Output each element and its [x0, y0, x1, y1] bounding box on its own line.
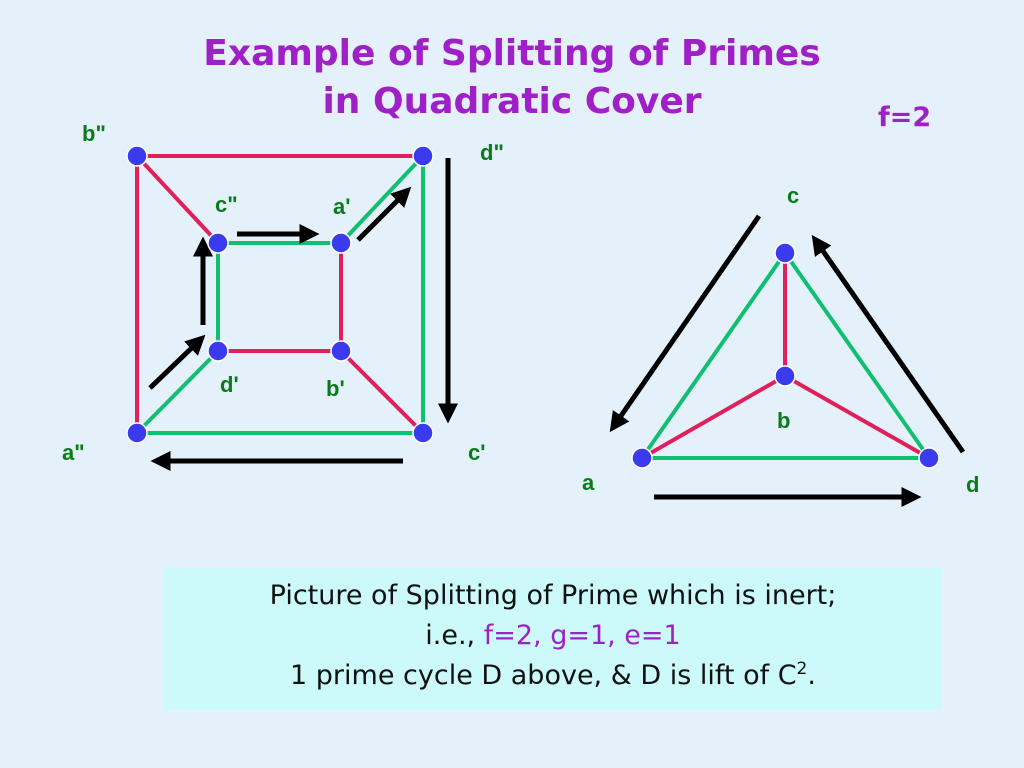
node-b1: [330, 340, 352, 362]
label-d2: d": [480, 140, 504, 165]
node-d1: [207, 340, 229, 362]
node-c2: [207, 232, 229, 254]
arrow-d-to-c: [811, 234, 966, 454]
label-b: b: [777, 408, 790, 433]
caption-box: Picture of Splitting of Prime which is i…: [164, 568, 942, 710]
f-label: f=2: [878, 102, 931, 133]
edge-c-a: [640, 251, 787, 460]
arrow-c-to-a: [609, 214, 762, 433]
edge-c-d: [783, 251, 931, 460]
node-d2: [412, 145, 434, 167]
edge-b-a: [641, 374, 786, 460]
caption-line-3: 1 prime cycle D above, & D is lift of C2…: [164, 656, 942, 696]
caption-line-1: Picture of Splitting of Prime which is i…: [269, 580, 837, 611]
label-b2: b": [82, 121, 106, 146]
label-a1: a': [333, 194, 350, 219]
node-a2: [126, 422, 148, 444]
label-c: c: [787, 183, 799, 208]
cover-graph-labels: b" d" c" a' d' b' a" c': [62, 121, 504, 465]
title-line-1: Example of Splitting of Primes: [203, 33, 821, 74]
node-a: [631, 447, 653, 469]
caption-line-3-sup: 2: [796, 659, 808, 679]
edge-b1-c1: [339, 349, 425, 435]
label-c1: c': [468, 440, 485, 465]
cover-graph-edges: [135, 154, 425, 435]
arrow-diag-upper: [356, 186, 412, 242]
label-b1: b': [326, 376, 345, 401]
base-graph-edges: [640, 251, 931, 460]
base-graph-arrows: [609, 214, 966, 507]
caption-line-3-prefix: 1 prime cycle D above, & D is lift of C: [290, 660, 797, 691]
base-graph-labels: c b a d: [582, 183, 979, 497]
caption-line-2-values: f=2, g=1, e=1: [483, 620, 681, 651]
cover-graph-arrows: [148, 158, 458, 471]
caption-line-2: i.e., f=2, g=1, e=1: [164, 616, 942, 656]
label-c2: c": [215, 192, 238, 217]
slide-title: Example of Splitting of Primes in Quadra…: [0, 30, 1024, 126]
graph-diagram: f=2 b" d" c" a': [62, 102, 979, 507]
cover-graph-nodes: [126, 145, 434, 444]
label-a2: a": [62, 440, 85, 465]
label-d1: d': [220, 372, 239, 397]
edge-d1-a2: [135, 349, 220, 435]
node-b2: [126, 145, 148, 167]
edge-d2-a1: [339, 154, 425, 245]
edge-b2-c2: [135, 154, 220, 245]
caption-line-3-suffix: .: [807, 660, 816, 691]
base-graph-nodes: [631, 242, 940, 469]
label-d: d: [966, 472, 979, 497]
node-c: [774, 242, 796, 264]
caption-line-2-prefix: i.e.,: [425, 620, 484, 651]
node-c1: [412, 422, 434, 444]
node-a1: [330, 232, 352, 254]
title-line-2: in Quadratic Cover: [322, 81, 702, 122]
node-d: [918, 447, 940, 469]
arrow-diag-lower: [148, 334, 206, 390]
label-a: a: [582, 470, 595, 495]
node-b: [774, 365, 796, 387]
edge-b-d: [784, 374, 930, 460]
